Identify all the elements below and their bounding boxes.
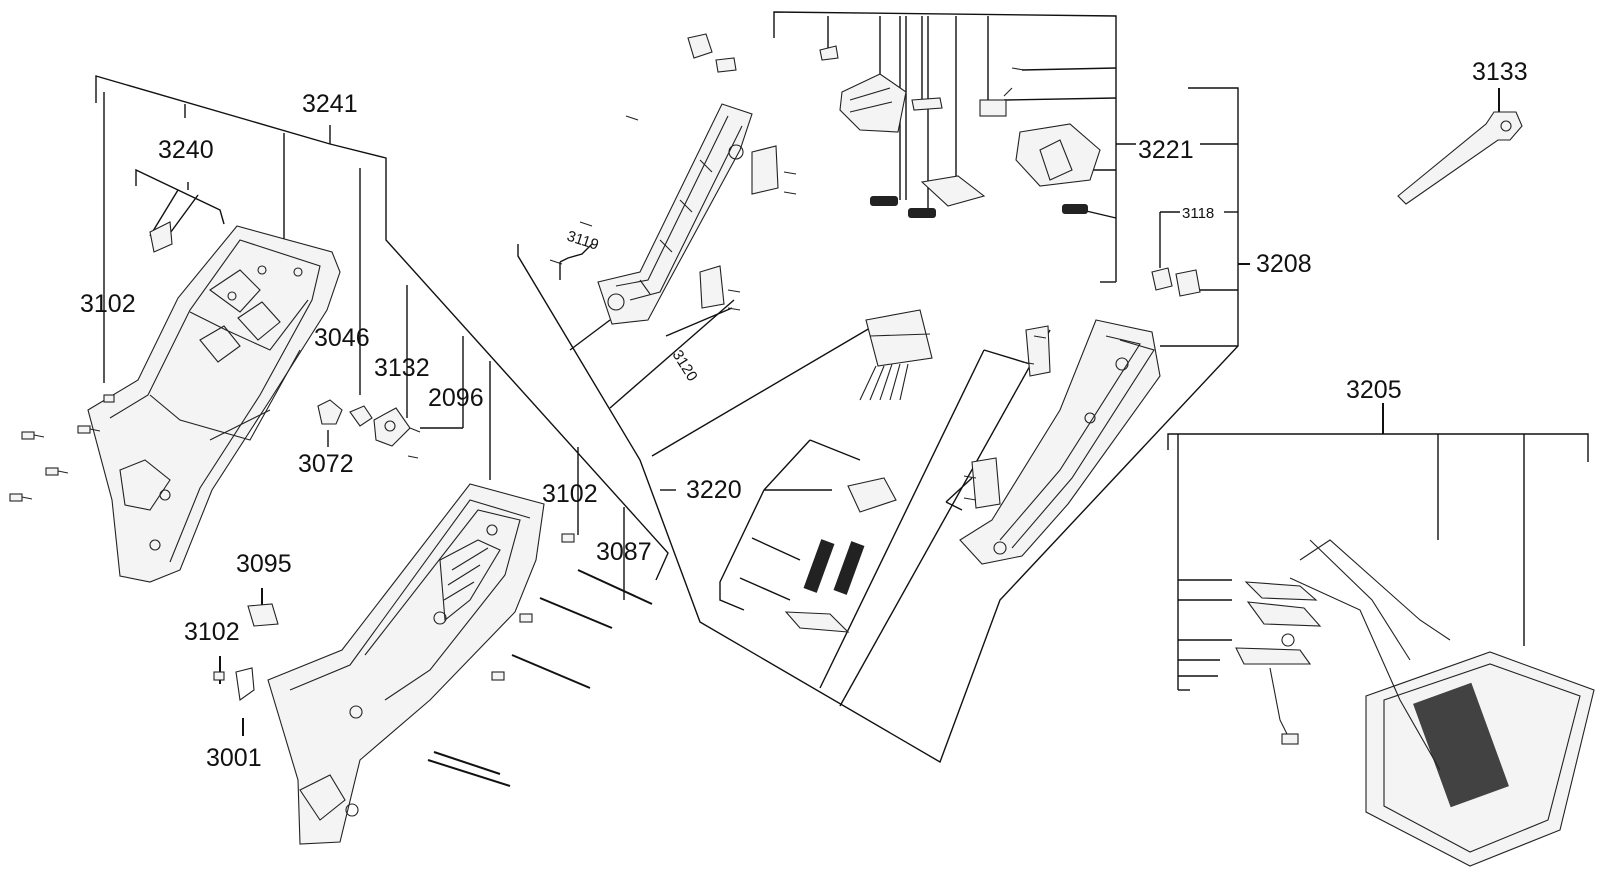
label-3119: 3119 [565, 228, 601, 254]
slider-brackets [699, 145, 1051, 509]
rail-upper-left [549, 33, 753, 325]
screws-left [9, 394, 115, 502]
label-3241: 3241 [302, 90, 358, 118]
knobs-3118 [1151, 267, 1201, 297]
springs-3221 [870, 196, 1088, 218]
parts-3220 [784, 309, 933, 633]
label-3072: 3072 [298, 450, 354, 478]
group-3241-lines [95, 75, 669, 736]
label-3001: 3001 [206, 744, 262, 772]
label-3102-center: 3102 [542, 480, 598, 508]
label-3205: 3205 [1346, 376, 1402, 404]
label-3046: 3046 [314, 324, 370, 352]
label-3095: 3095 [236, 550, 292, 578]
bracket-3095 [213, 603, 279, 701]
wrench-3133 [1397, 88, 1523, 205]
label-3102-lower: 3102 [184, 618, 240, 646]
label-3240: 3240 [158, 136, 214, 164]
small-parts-3046-3132-3072 [317, 399, 421, 459]
label-2096: 2096 [428, 384, 484, 412]
long-bolts-3087 [427, 533, 653, 787]
label-3220: 3220 [686, 476, 742, 504]
label-3120: 3120 [669, 347, 701, 384]
label-3132: 3132 [374, 354, 430, 382]
housing-upper-part [87, 225, 341, 583]
label-3208: 3208 [1256, 250, 1312, 278]
label-3221: 3221 [1138, 136, 1194, 164]
housing-lower-part [267, 483, 545, 845]
rail-lower-right [959, 319, 1161, 565]
label-3102-left: 3102 [80, 290, 136, 318]
label-3118: 3118 [1182, 205, 1214, 222]
label-3087: 3087 [596, 538, 652, 566]
label-3133: 3133 [1472, 58, 1528, 86]
parts-3221 [819, 45, 1101, 207]
control-box-3205 [1235, 539, 1595, 867]
group-3205-lines [1167, 403, 1589, 691]
clip-3240 [149, 221, 173, 253]
part-number-labels: 3241 3240 3102 3046 3132 2096 3072 3102 … [80, 58, 1528, 772]
